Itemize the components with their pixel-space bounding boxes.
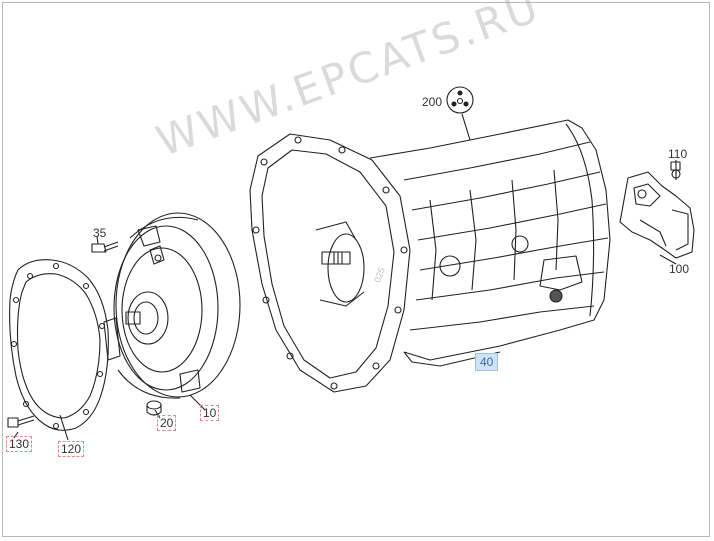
bolt-35	[91, 241, 119, 253]
bolt-130	[7, 415, 35, 428]
callout-120[interactable]: 120	[58, 441, 85, 457]
bracket-100	[619, 171, 695, 259]
plug-20	[146, 400, 162, 416]
torque-converter-10	[103, 212, 241, 399]
leader-35	[96, 235, 99, 245]
bolt-110	[670, 161, 681, 180]
transmission-housing-40	[249, 119, 611, 393]
callout-10[interactable]: 10	[200, 405, 220, 421]
leader-10	[189, 394, 206, 411]
leader-120	[59, 414, 69, 441]
callout-100[interactable]: 100	[669, 262, 690, 276]
callout-20[interactable]: 20	[157, 415, 177, 431]
leader-130	[13, 431, 19, 439]
plug-200	[446, 86, 474, 114]
callout-35[interactable]: 35	[93, 226, 107, 240]
leader-200	[461, 113, 471, 141]
callout-130[interactable]: 130	[6, 436, 33, 452]
callout-200[interactable]: 200	[422, 95, 443, 109]
callout-40[interactable]: 40	[475, 353, 499, 371]
flexplate-120	[9, 259, 109, 431]
callout-110[interactable]: 110	[668, 147, 688, 161]
leader-100	[659, 254, 677, 265]
